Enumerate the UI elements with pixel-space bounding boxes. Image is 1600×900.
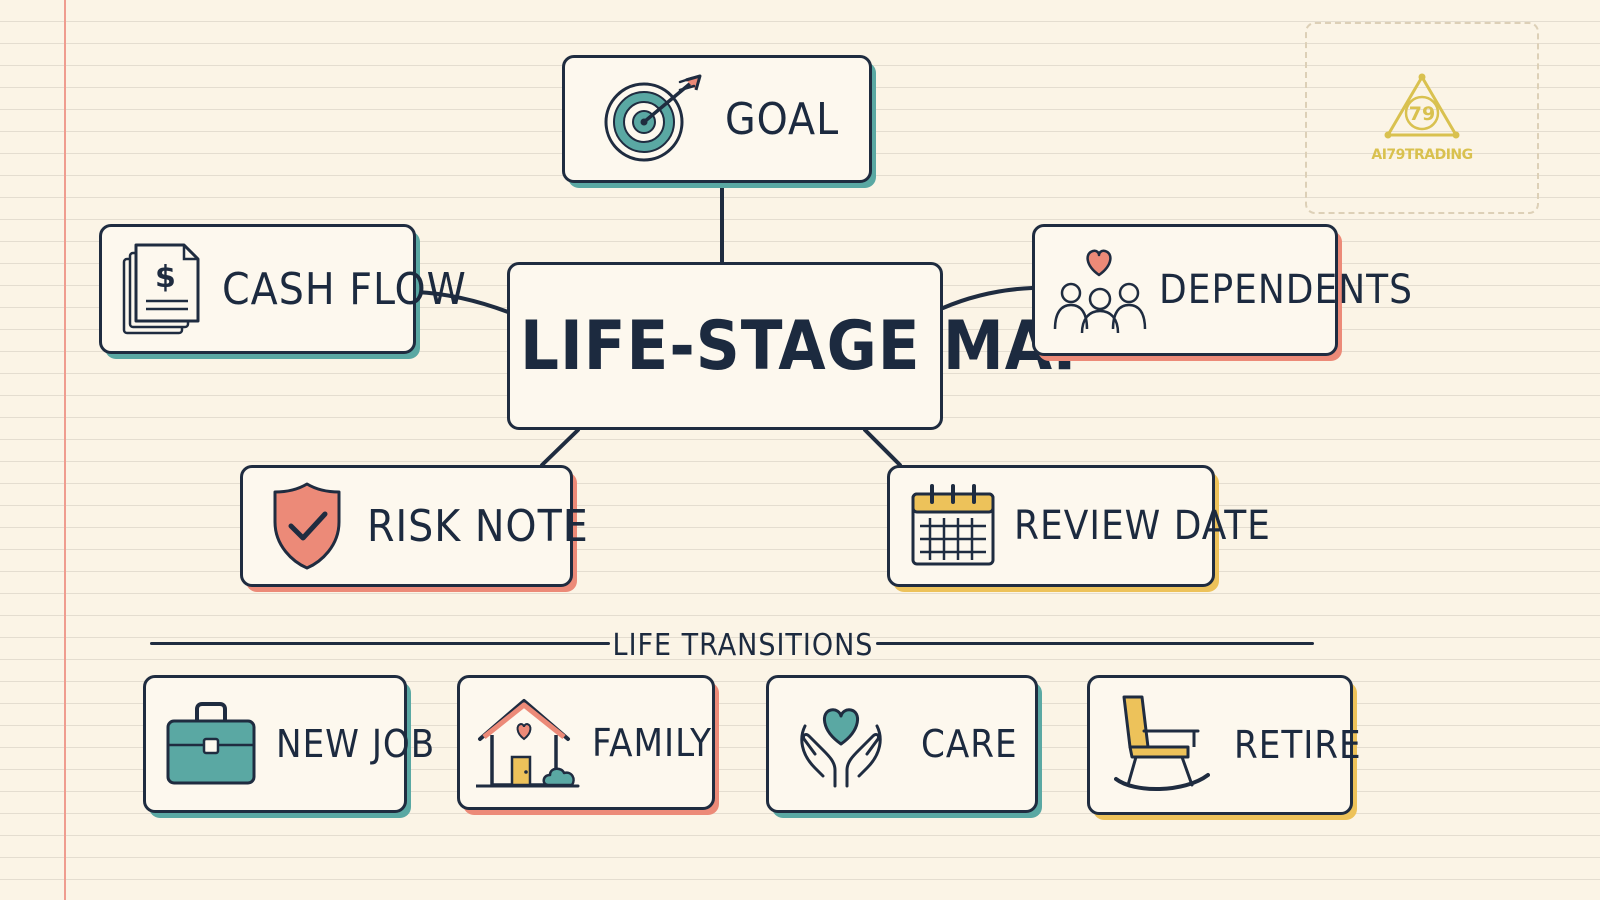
center-node-label: LIFE-STAGE MAP xyxy=(520,306,1099,386)
transition-new-job-label: NEW JOB xyxy=(276,722,436,766)
connector-risk-note xyxy=(540,428,580,467)
transition-new-job: NEW JOB xyxy=(143,675,434,813)
transition-retire: RETIRE xyxy=(1087,675,1361,815)
watermark-text: AI79TRADING xyxy=(1371,147,1473,163)
transition-family-label: FAMILY xyxy=(592,720,712,765)
house-heart-icon xyxy=(476,695,580,791)
divider-rule-right xyxy=(876,642,1314,645)
branch-dependents-label: DEPENDENTS xyxy=(1159,267,1413,313)
document-dollar-icon: $ xyxy=(122,241,204,337)
life-transitions-divider: LIFE TRANSITIONS xyxy=(150,628,1315,663)
target-icon xyxy=(597,74,707,164)
connector-dependents xyxy=(941,286,1034,310)
svg-text:$: $ xyxy=(155,260,176,295)
branch-dependents: DEPENDENTS xyxy=(1032,224,1412,356)
branch-cash-flow: $ CASH FLOW xyxy=(99,224,466,354)
branch-risk-note: RISK NOTE xyxy=(240,465,588,587)
briefcase-icon xyxy=(164,701,258,787)
notebook-margin-line xyxy=(64,0,66,900)
branch-cash-flow-label: CASH FLOW xyxy=(222,263,467,315)
watermark-mark: 79 xyxy=(1384,73,1460,139)
branch-review-date: REVIEW DATE xyxy=(887,465,1270,587)
svg-text:79: 79 xyxy=(1409,103,1435,125)
center-node: LIFE-STAGE MAP xyxy=(507,262,1099,430)
rocking-chair-icon xyxy=(1114,693,1210,797)
branch-goal-label: GOAL xyxy=(725,93,840,145)
transition-care: CARE xyxy=(766,675,1038,813)
divider-rule-left xyxy=(150,642,610,645)
shield-check-icon xyxy=(269,480,345,572)
connector-review-date xyxy=(863,428,902,467)
transition-family: FAMILY xyxy=(457,675,715,810)
branch-risk-note-label: RISK NOTE xyxy=(367,500,589,552)
calendar-icon xyxy=(910,484,996,568)
life-transitions-title: LIFE TRANSITIONS xyxy=(612,628,874,663)
people-heart-icon xyxy=(1051,245,1149,335)
transition-retire-label: RETIRE xyxy=(1234,723,1362,767)
hands-heart-icon xyxy=(791,698,891,790)
watermark-logo: 79 AI79TRADING xyxy=(1305,22,1539,214)
transition-care-label: CARE xyxy=(921,722,1018,766)
branch-review-date-label: REVIEW DATE xyxy=(1014,503,1271,549)
branch-goal: GOAL xyxy=(562,55,872,183)
